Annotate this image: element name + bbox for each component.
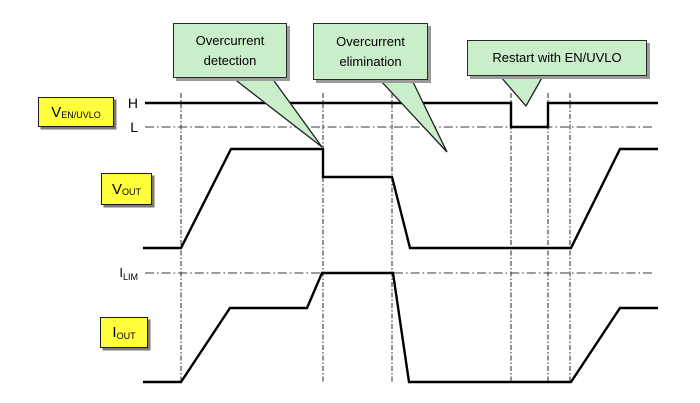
level-label-text: I	[119, 265, 123, 280]
callout-tail-restart	[498, 75, 545, 108]
signal-label-subscript: OUT	[122, 187, 141, 197]
level-label-text: H	[127, 95, 138, 111]
callout-restart-en-uvlo: Restart with EN/UVLO	[467, 40, 647, 76]
signal-label-subscript: EN/UVLO	[61, 110, 101, 120]
callout-text-line: elimination	[339, 53, 402, 69]
signal-label-text: V	[111, 180, 122, 198]
level-label-low: L	[120, 119, 138, 135]
signal-label-text: V	[51, 103, 62, 121]
level-label-ilim: ILIM	[104, 265, 138, 282]
level-label-high: H	[120, 95, 138, 111]
en-uvlo-waveform	[145, 101, 658, 129]
callout-text-line: Restart with EN/UVLO	[492, 50, 622, 66]
callout-text-line: Overcurrent	[195, 33, 265, 48]
callout-text-line: detection	[203, 52, 257, 68]
callout-tail-overcurrent-detection	[231, 77, 323, 148]
iout-waveform	[143, 271, 658, 384]
level-label-subscript: LIM	[122, 272, 138, 282]
callout-overcurrent-elimination: Overcurrent elimination	[313, 23, 428, 80]
signal-label-text: I	[112, 324, 117, 341]
vout-waveform	[143, 147, 658, 250]
level-label-text: L	[130, 119, 138, 135]
callout-text-line: Overcurrent	[336, 34, 405, 49]
callout-overcurrent-detection: Overcurrent detection	[173, 23, 287, 78]
callout-tail-overcurrent-elimination	[378, 79, 448, 153]
signal-label-subscript: OUT	[116, 330, 136, 341]
